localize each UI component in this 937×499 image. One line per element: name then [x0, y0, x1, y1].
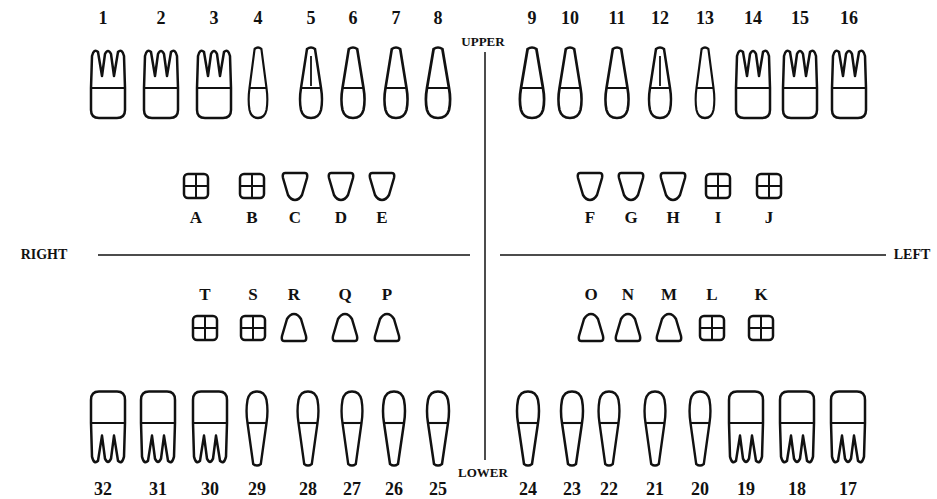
tooth-number: 17 — [839, 480, 857, 498]
tooth-number: 20 — [691, 480, 709, 498]
tooth-number: 31 — [149, 480, 167, 498]
tooth-number: 12 — [651, 9, 669, 27]
tooth-number: 5 — [307, 9, 316, 27]
primary-tooth-letter: S — [248, 286, 257, 303]
primary-tooth-letter: C — [289, 209, 301, 226]
tooth-number: 1 — [99, 9, 108, 27]
primary-tooth-letter: F — [585, 209, 595, 226]
tooth-number: 6 — [349, 9, 358, 27]
primary-tooth-letter: A — [190, 209, 202, 226]
primary-tooth-letter: P — [382, 286, 392, 303]
primary-tooth-letter: D — [335, 209, 347, 226]
primary-tooth-letter: G — [624, 209, 637, 226]
tooth-number: 7 — [392, 9, 401, 27]
primary-tooth-letter: E — [376, 209, 387, 226]
quadrant-label: UPPER — [461, 35, 504, 48]
tooth-number: 28 — [299, 480, 317, 498]
tooth-number: 19 — [737, 480, 755, 498]
tooth-number: 16 — [840, 9, 858, 27]
tooth-number: 13 — [696, 9, 714, 27]
primary-tooth-letter: N — [622, 286, 634, 303]
quadrant-label: LOWER — [458, 466, 508, 479]
tooth-number: 2 — [157, 9, 166, 27]
primary-tooth-letter: Q — [338, 286, 351, 303]
tooth-number: 30 — [201, 480, 219, 498]
tooth-number: 32 — [94, 480, 112, 498]
tooth-number: 21 — [646, 480, 664, 498]
tooth-number: 8 — [434, 9, 443, 27]
primary-tooth-letter: M — [661, 286, 677, 303]
tooth-number: 4 — [254, 9, 263, 27]
tooth-number: 15 — [791, 9, 809, 27]
tooth-number: 14 — [744, 9, 762, 27]
primary-tooth-letter: K — [754, 286, 767, 303]
primary-tooth-letter: J — [765, 209, 774, 226]
tooth-number: 22 — [600, 480, 618, 498]
tooth-number: 3 — [210, 9, 219, 27]
quadrant-label: RIGHT — [21, 248, 68, 262]
quadrant-label: LEFT — [894, 248, 931, 262]
tooth-number: 10 — [561, 9, 579, 27]
tooth-number: 29 — [248, 480, 266, 498]
tooth-number: 27 — [343, 480, 361, 498]
primary-tooth-letter: B — [246, 209, 257, 226]
primary-tooth-letter: O — [584, 286, 597, 303]
primary-tooth-letter: I — [715, 209, 722, 226]
tooth-number: 26 — [385, 480, 403, 498]
tooth-number: 11 — [608, 9, 625, 27]
primary-tooth-letter: R — [288, 286, 300, 303]
tooth-number: 25 — [429, 480, 447, 498]
tooth-number: 24 — [519, 480, 537, 498]
primary-tooth-letter: H — [666, 209, 679, 226]
tooth-number: 9 — [528, 9, 537, 27]
tooth-number: 23 — [563, 480, 581, 498]
primary-tooth-letter: L — [706, 286, 717, 303]
primary-tooth-letter: T — [199, 286, 210, 303]
tooth-number: 18 — [788, 480, 806, 498]
